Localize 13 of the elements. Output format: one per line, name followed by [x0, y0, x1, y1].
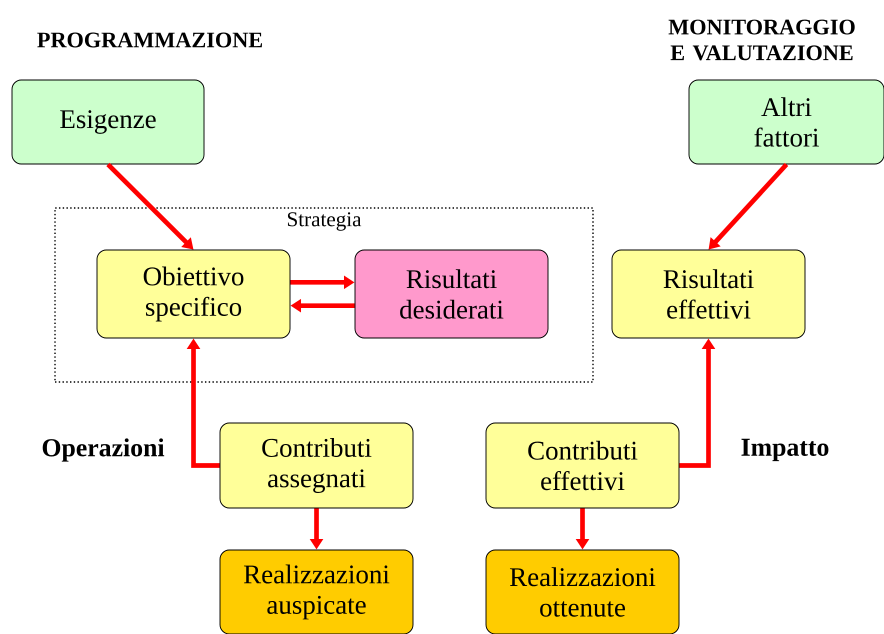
arrow: [106, 162, 194, 250]
process-box: Realizzazioni ottenute: [486, 550, 680, 634]
side-label: Operazioni: [42, 438, 164, 462]
process-box: Contributi effettivi: [486, 422, 680, 508]
process-box: Obiettivo specifico: [96, 250, 290, 338]
process-box: Esigenze: [12, 80, 204, 164]
process-box: Contributi assegnati: [220, 422, 414, 508]
side-label: Impatto: [741, 438, 828, 462]
process-box: Realizzazioni auspicate: [220, 550, 414, 634]
process-box: Risultati effettivi: [612, 250, 806, 338]
section-heading: PROGRAMMAZIONE: [37, 32, 262, 48]
process-box: Altri fattori: [688, 80, 884, 164]
process-box: Risultati desiderati: [354, 250, 548, 338]
